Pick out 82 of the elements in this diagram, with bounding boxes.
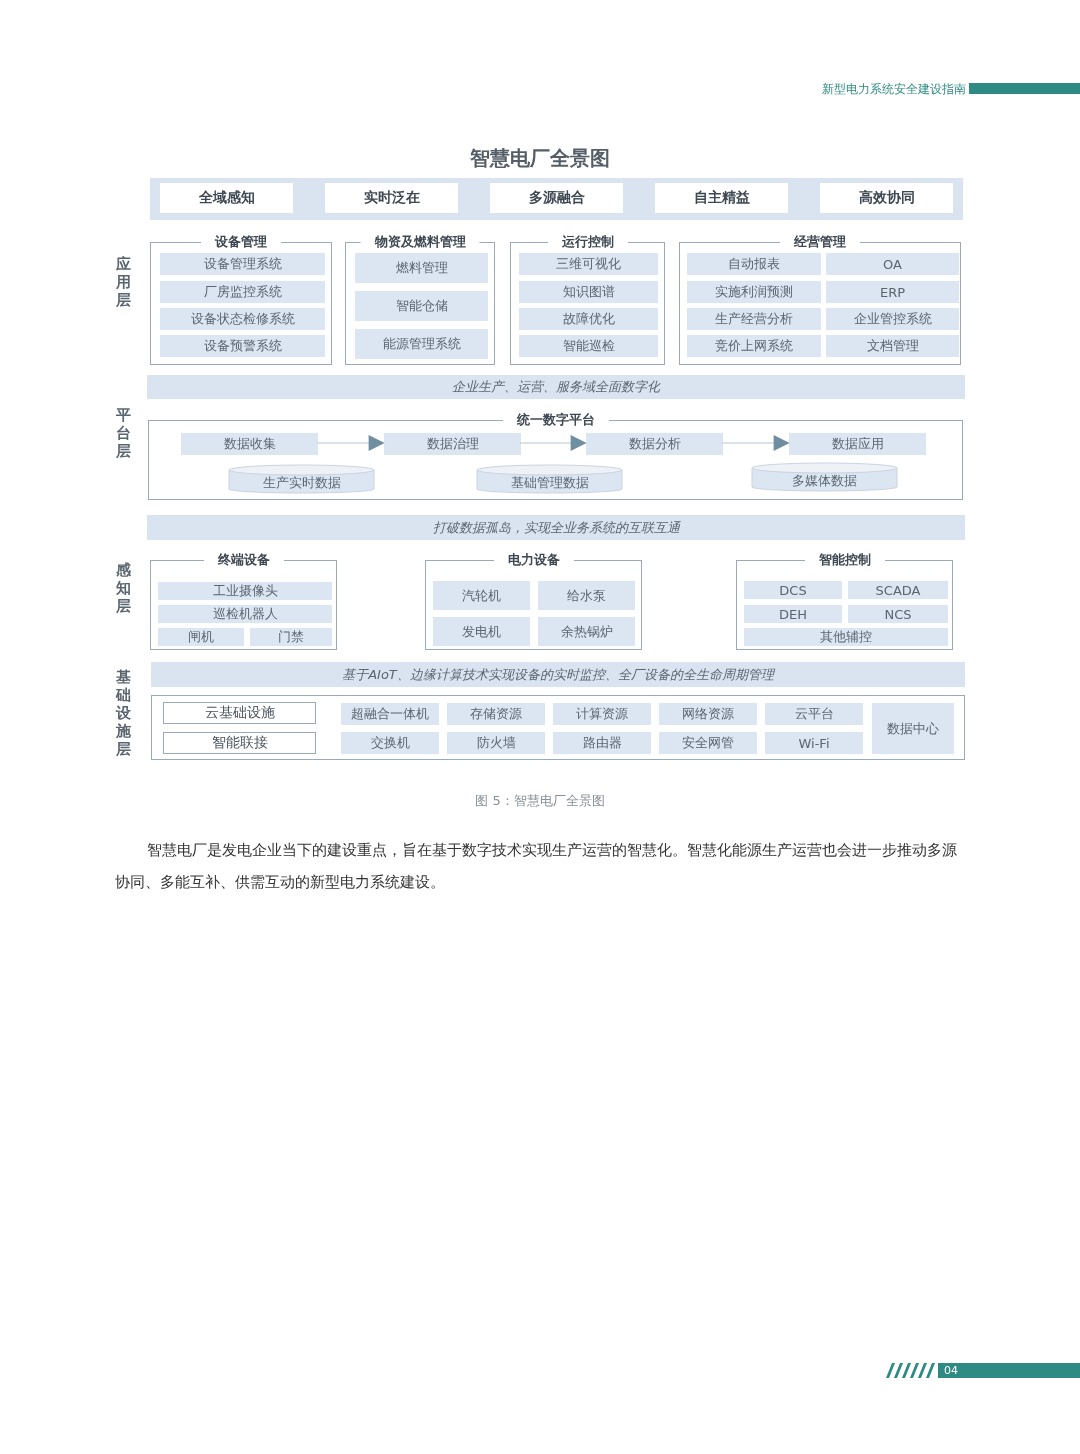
- group-heading: 设备管理: [201, 233, 281, 251]
- banner: 打破数据孤岛，实现全业务系统的互联互通: [147, 515, 965, 540]
- header-text: 新型电力系统安全建设指南: [821, 81, 966, 98]
- figure-caption: 图 5：智慧电厂全景图: [474, 792, 606, 810]
- module-box: OA: [826, 253, 959, 275]
- module-box: 安全网管: [659, 732, 757, 754]
- module-box: 文档管理: [826, 335, 959, 357]
- module-box: 燃料管理: [355, 253, 488, 283]
- module-box: ERP: [826, 281, 959, 303]
- module-box: 实施利润预测: [687, 281, 821, 303]
- module-box: DCS: [744, 581, 842, 599]
- arrow: [721, 435, 790, 451]
- module-box: 余热锅炉: [538, 617, 635, 646]
- module-box: SCADA: [848, 581, 948, 599]
- module-box: 数据收集: [181, 433, 318, 455]
- module-box: 设备预警系统: [160, 335, 325, 357]
- module-box: 给水泵: [538, 581, 635, 610]
- module-box: 巡检机器人: [158, 605, 332, 623]
- module-box: 知识图谱: [519, 281, 658, 303]
- group-heading: 运行控制: [547, 233, 628, 251]
- database-cylinder: 多媒体数据: [751, 462, 898, 492]
- module-box: 工业摄像头: [158, 582, 332, 600]
- banner: 企业生产、运营、服务域全面数字化: [147, 375, 965, 399]
- module-box: 数据分析: [586, 433, 723, 455]
- feature-box: 全域感知: [160, 183, 293, 213]
- module-box: 设备管理系统: [160, 253, 325, 275]
- layer-label: 平台层: [114, 406, 132, 460]
- module-box: 发电机: [433, 617, 530, 646]
- module-box: 交换机: [341, 732, 439, 754]
- module-box: 自动报表: [687, 253, 821, 275]
- group-heading: 终端设备: [203, 551, 284, 569]
- module-box: 防火墙: [447, 732, 545, 754]
- layer-label: 感知层: [114, 561, 132, 615]
- module-box: 智能联接: [163, 732, 316, 754]
- module-box: 生产经营分析: [687, 308, 821, 330]
- module-box: 闸机: [158, 628, 244, 646]
- module-box: 数据应用: [789, 433, 926, 455]
- layer-label: 基础设施层: [114, 668, 132, 758]
- banner: 基于AIoT、边缘计算技术实现设备的实时监控、全厂设备的全生命周期管理: [151, 662, 965, 687]
- feature-box: 自主精益: [655, 183, 788, 213]
- database-cylinder: 基础管理数据: [476, 464, 623, 494]
- module-box: 设备状态检修系统: [160, 308, 325, 330]
- module-box: Wi-Fi: [765, 732, 863, 754]
- module-box: 智能仓储: [355, 291, 488, 321]
- banner: [150, 178, 963, 220]
- module-box: 竞价上网系统: [687, 335, 821, 357]
- module-box: 路由器: [553, 732, 651, 754]
- layer-label: 应用层: [114, 255, 132, 309]
- module-box: 其他辅控: [744, 628, 948, 646]
- module-box: 厂房监控系统: [160, 281, 325, 303]
- group-heading: 智能控制: [804, 551, 885, 569]
- module-box: 企业管控系统: [826, 308, 959, 330]
- page-number: 04: [938, 1363, 1080, 1378]
- diagram-title: 智慧电厂全景图: [469, 145, 611, 172]
- module-box: 能源管理系统: [355, 329, 488, 359]
- module-box: 数据治理: [384, 433, 521, 455]
- module-box: 网络资源: [659, 703, 757, 725]
- module-box: 智能巡检: [519, 335, 658, 357]
- module-box: NCS: [848, 605, 948, 623]
- module-box: 门禁: [250, 628, 332, 646]
- module-box: 汽轮机: [433, 581, 530, 610]
- module-box: 云平台: [765, 703, 863, 725]
- module-box: 计算资源: [553, 703, 651, 725]
- feature-box: 高效协同: [820, 183, 953, 213]
- arrow: [519, 435, 587, 451]
- module-box: 故障优化: [519, 308, 658, 330]
- module-box: 三维可视化: [519, 253, 658, 275]
- database-cylinder: 生产实时数据: [228, 464, 375, 494]
- module-box: 数据中心: [872, 703, 954, 754]
- group-heading: 物资及燃料管理: [360, 233, 480, 251]
- feature-box: 多源融合: [490, 183, 623, 213]
- group-heading: 经营管理: [780, 233, 860, 251]
- arrow: [316, 435, 385, 451]
- module-box: 存储资源: [447, 703, 545, 725]
- group-heading: 电力设备: [493, 551, 574, 569]
- body-paragraph: 智慧电厂是发电企业当下的建设重点，旨在基于数字技术实现生产运营的智慧化。智慧化能源生产运营也会进一步推动多源协同、多能互补、供需互动的新型电力系统建设。: [115, 840, 958, 893]
- module-box: 云基础设施: [163, 702, 316, 724]
- feature-box: 实时泛在: [325, 183, 458, 213]
- module-box: DEH: [744, 605, 842, 623]
- group-heading: 统一数字平台: [502, 411, 609, 429]
- module-box: 超融合一体机: [341, 703, 439, 725]
- group-frame: [151, 695, 965, 760]
